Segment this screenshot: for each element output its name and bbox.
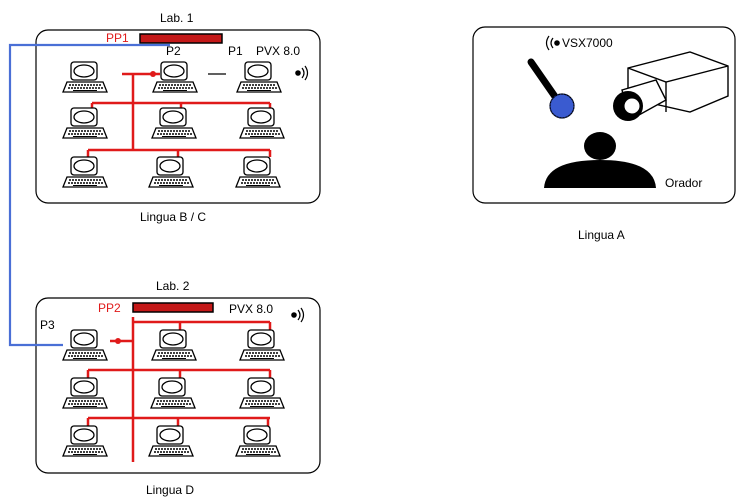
lab1-red-network: [86, 72, 272, 157]
lab1-title: Lab. 1: [160, 11, 194, 25]
lab2-patch-panel: [132, 302, 214, 313]
speaker-room-caption: Lingua A: [578, 228, 625, 242]
lab2-panel-label: PP2: [98, 301, 121, 315]
lab2-port-p3: P3: [40, 318, 55, 332]
lab1-panel-label: PP1: [106, 31, 129, 45]
lab1-device-label: PVX 8.0: [256, 44, 301, 58]
microphone-icon: [527, 58, 575, 119]
vsx7000-wireless-icon: [545, 35, 560, 51]
lab1-port-p1: P1: [228, 44, 243, 58]
lab2-hub-node: [115, 338, 121, 344]
lab1-port-p2: P2: [166, 44, 181, 58]
speaker-silhouette-icon: [544, 132, 656, 188]
lab1-patch-panel: [139, 33, 223, 44]
lab1-wireless-icon: [295, 65, 309, 81]
lab1-caption: Lingua B / C: [140, 210, 207, 224]
inter-lab-blue-link: [8, 43, 170, 347]
lab1-hub-node: [150, 71, 156, 77]
lab2-caption: Lingua D: [146, 483, 195, 497]
lab2-device-label: PVX 8.0: [229, 302, 274, 316]
speaker-label: Orador: [665, 176, 703, 190]
lab2-wireless-icon: [291, 307, 305, 323]
lab2-red-network: [86, 317, 272, 462]
vsx7000-label: VSX7000: [562, 36, 613, 50]
lab2-title: Lab. 2: [156, 279, 190, 293]
camera-icon: [613, 51, 729, 122]
